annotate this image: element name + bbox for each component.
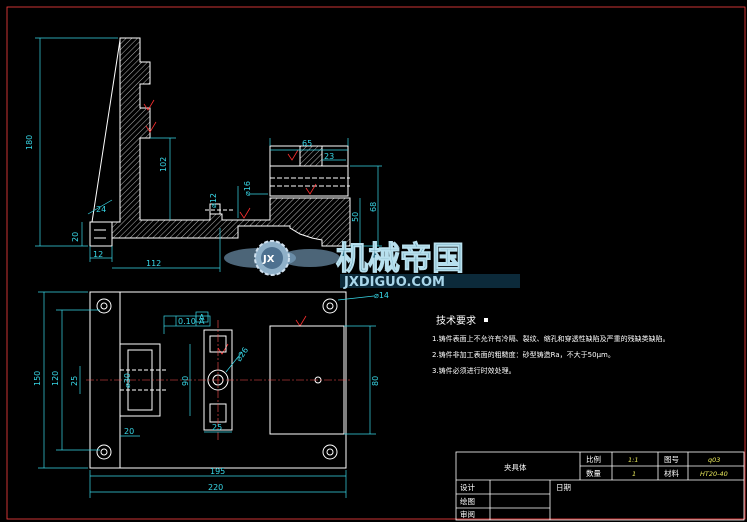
- technical-notes: 技术要求 1.铸件表面上不允许有冷隔、裂纹、缩孔和穿透性缺陷及严重的残缺类缺陷。…: [432, 314, 670, 375]
- drawing-no-label: 图号: [664, 455, 679, 464]
- plan-dimension-lines: [38, 291, 376, 498]
- material-label: 材料: [664, 468, 679, 478]
- dim-220: 220: [208, 483, 223, 492]
- front-dimension-lines: [35, 37, 382, 272]
- left-foot: [89, 221, 113, 247]
- review-label: 审阅: [460, 509, 475, 519]
- dim-68: 68: [369, 202, 378, 212]
- plan-dimension-texts: 150 120 25 ⌀30 90 ⌀26 25 20 195 220 80 ⌀…: [33, 291, 389, 492]
- drawing-no-value: q03: [708, 456, 720, 464]
- dim-65: 65: [302, 139, 312, 148]
- watermark-badge: JX: [262, 254, 275, 265]
- notes-title: 技术要求: [436, 314, 476, 327]
- scale-value: 1:1: [628, 456, 638, 464]
- note-item: 1.铸件表面上不允许有冷隔、裂纹、缩孔和穿透性缺陷及严重的残缺类缺陷。: [432, 334, 670, 343]
- dim-20-left: 20: [71, 232, 80, 242]
- dim-phi16: ⌀16: [243, 181, 252, 196]
- date-label: 日期: [556, 483, 571, 492]
- mount-hole: [322, 444, 338, 460]
- dim-112: 112: [146, 259, 161, 268]
- dim-150: 150: [33, 371, 42, 386]
- material-value: HT20-40: [700, 470, 728, 478]
- dim-25-left: 25: [70, 376, 79, 386]
- dim-12: 12: [93, 250, 103, 259]
- scale-label: 比例: [586, 454, 601, 464]
- dim-102: 102: [159, 157, 168, 172]
- support-rib: [91, 39, 121, 223]
- front-dimension-texts: 180 102 24 20 12 112 65 23 ⌀12 ⌀16 50 68: [25, 135, 378, 268]
- drawing-border: [6, 6, 746, 520]
- dim-25-mid: 25: [212, 423, 222, 432]
- dim-20-bottom: 20: [124, 427, 134, 436]
- mount-hole: [96, 444, 112, 460]
- dim-120: 120: [51, 371, 60, 386]
- top-plan-view: [86, 291, 352, 469]
- dim-phi26: ⌀26: [234, 346, 250, 363]
- dim-80: 80: [371, 376, 380, 386]
- mount-hole: [322, 298, 338, 314]
- qty-label: 数量: [586, 468, 601, 478]
- datum-a: A: [199, 313, 205, 322]
- title-block-texts: 夹具体 比例 1:1 图号 q03 数量 1 材料 HT20-40 设计 绘图 …: [460, 454, 728, 519]
- front-section-view: [89, 37, 351, 247]
- title-block: [455, 451, 745, 521]
- note-item: 3.铸件必须进行时效处理。: [432, 366, 516, 375]
- dim-90: 90: [181, 376, 190, 386]
- dim-phi14: ⌀14: [374, 291, 389, 300]
- design-label: 设计: [460, 482, 475, 492]
- dim-23: 23: [324, 152, 334, 161]
- watermark: JX 机械帝国 JXDIGUO.COM: [224, 239, 520, 290]
- dim-24: 24: [96, 205, 106, 214]
- column-section: [111, 37, 351, 247]
- qty-value: 1: [632, 470, 636, 478]
- note-item: 2.铸件非加工表面的粗糙度：砂型铸造Ra，不大于50μm。: [432, 350, 615, 359]
- watermark-title: 机械帝国: [336, 239, 464, 277]
- dim-phi12: ⌀12: [209, 193, 218, 208]
- dim-50: 50: [351, 212, 360, 222]
- draw-label: 绘图: [460, 496, 475, 506]
- dim-phi30: ⌀30: [123, 373, 132, 388]
- flatness-datum-ref: A: [199, 317, 205, 326]
- dim-195: 195: [210, 467, 225, 476]
- flatness-tolerance: 0.10: [178, 317, 196, 326]
- mount-hole: [96, 298, 112, 314]
- dim-180: 180: [25, 135, 34, 150]
- watermark-subtitle: JXDIGUO.COM: [343, 275, 445, 290]
- part-name: 夹具体: [504, 462, 527, 472]
